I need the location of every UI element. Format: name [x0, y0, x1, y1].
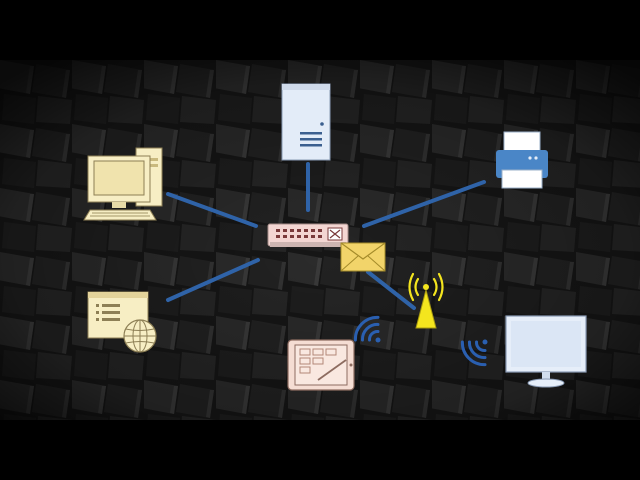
envelope-icon — [340, 242, 386, 272]
network-diagram — [0, 60, 640, 420]
wifi-signal-icon-left — [353, 315, 381, 343]
server-tower-icon — [281, 83, 331, 161]
wired-links — [166, 162, 486, 310]
desktop-computer-icon — [83, 147, 163, 221]
web-page-globe-icon — [87, 291, 157, 353]
printer-icon — [496, 131, 548, 189]
network-switch-icon — [267, 223, 349, 247]
wifi-signal-icon-right — [460, 339, 488, 367]
link-desktop-hub — [166, 192, 258, 228]
link-hub-antenna — [366, 270, 416, 310]
tablet-icon — [287, 339, 355, 391]
link-printer-hub — [362, 180, 486, 228]
wireless-antenna-icon — [408, 272, 444, 329]
network-diagram-scene — [0, 60, 640, 420]
link-web-hub — [166, 258, 260, 302]
monitor-icon — [505, 315, 587, 388]
